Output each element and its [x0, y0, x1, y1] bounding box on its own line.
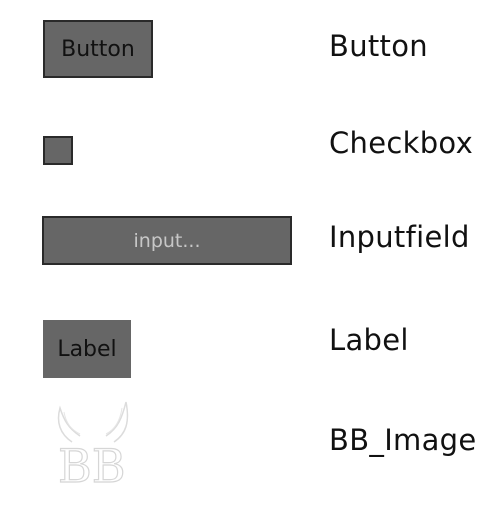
image-caption: BB_Image: [329, 423, 477, 457]
inputfield-placeholder: input...: [133, 229, 201, 252]
checkbox-caption: Checkbox: [329, 126, 474, 160]
label-caption: Label: [329, 323, 409, 357]
sample-button[interactable]: Button: [43, 20, 153, 78]
sample-inputfield[interactable]: input...: [42, 216, 292, 265]
bb-logo-icon: BB: [57, 401, 129, 494]
sample-button-label: Button: [61, 36, 135, 62]
button-caption: Button: [329, 29, 428, 63]
inputfield-caption: Inputfield: [329, 220, 470, 254]
bb-logo-image: BB: [50, 400, 136, 494]
svg-text:BB: BB: [58, 439, 126, 490]
sample-label: Label: [43, 320, 131, 378]
sample-label-text: Label: [57, 336, 117, 362]
sample-checkbox[interactable]: [43, 136, 73, 165]
